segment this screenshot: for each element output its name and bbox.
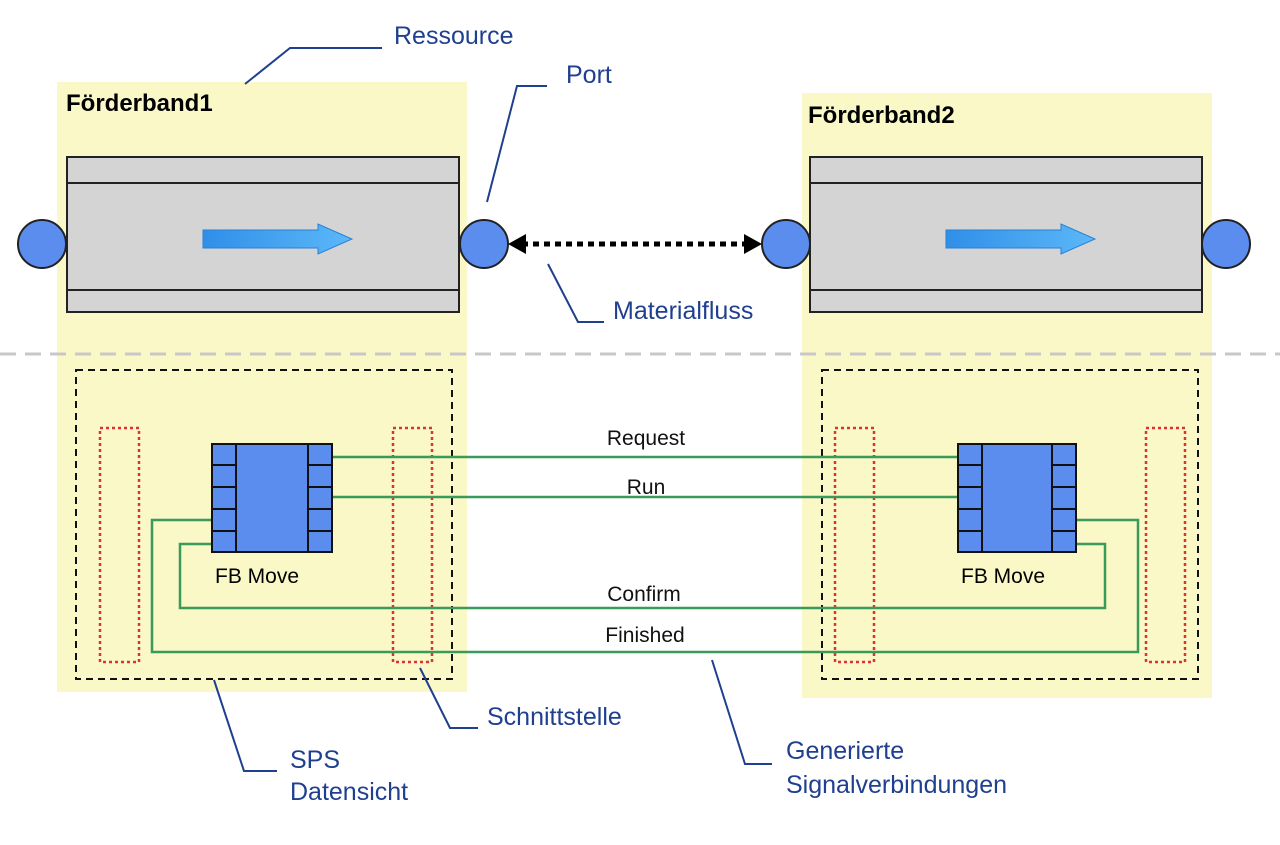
leader-materialfluss xyxy=(547,263,604,323)
callout-sps-line2: Datensicht xyxy=(290,778,408,806)
callout-materialfluss: Materialfluss xyxy=(613,297,753,325)
interface-left-outer xyxy=(391,426,434,664)
leader-schnittstelle xyxy=(419,667,478,729)
function-block-left-label: FB Move xyxy=(215,565,299,588)
conveyor-left xyxy=(66,156,460,313)
port-left-in xyxy=(17,219,67,269)
port-right-out xyxy=(1201,219,1251,269)
leader-ressource xyxy=(244,47,382,85)
sps-dataview-right xyxy=(821,369,1199,680)
wire-finished xyxy=(150,518,1140,654)
conveyor-right xyxy=(809,156,1203,313)
function-block-right xyxy=(957,443,1077,553)
signal-connections xyxy=(150,455,1140,654)
resource-left-title: Förderband1 xyxy=(66,90,213,117)
belt-direction-arrow-right xyxy=(945,223,1097,255)
signal-label-finished: Finished xyxy=(605,624,684,647)
wire-confirm xyxy=(178,542,1107,610)
callout-generiert-line2: Signalverbindungen xyxy=(786,771,1007,799)
material-flow-arrow xyxy=(508,234,762,254)
port-left-out xyxy=(459,219,509,269)
sps-dataview-left xyxy=(75,369,453,680)
callout-generiert-line1: Generierte xyxy=(786,737,904,765)
signal-label-run: Run xyxy=(627,476,666,499)
leader-generiert xyxy=(711,659,772,765)
interface-left-inner xyxy=(98,426,141,664)
function-block-right-label: FB Move xyxy=(961,565,1045,588)
callout-schnittstelle: Schnittstelle xyxy=(487,703,622,731)
belt-direction-arrow-left xyxy=(202,223,354,255)
interface-right-inner xyxy=(833,426,876,664)
leader-sps xyxy=(213,679,277,772)
signal-label-confirm: Confirm xyxy=(607,583,681,606)
callout-ressource: Ressource xyxy=(394,22,514,50)
signal-label-request: Request xyxy=(607,427,685,450)
leader-port xyxy=(486,85,547,203)
callout-sps-line1: SPS xyxy=(290,746,340,774)
interface-right-outer xyxy=(1144,426,1187,664)
port-right-in xyxy=(761,219,811,269)
callout-port: Port xyxy=(566,61,612,89)
function-block-left xyxy=(211,443,333,553)
resource-right-title: Förderband2 xyxy=(808,102,955,129)
